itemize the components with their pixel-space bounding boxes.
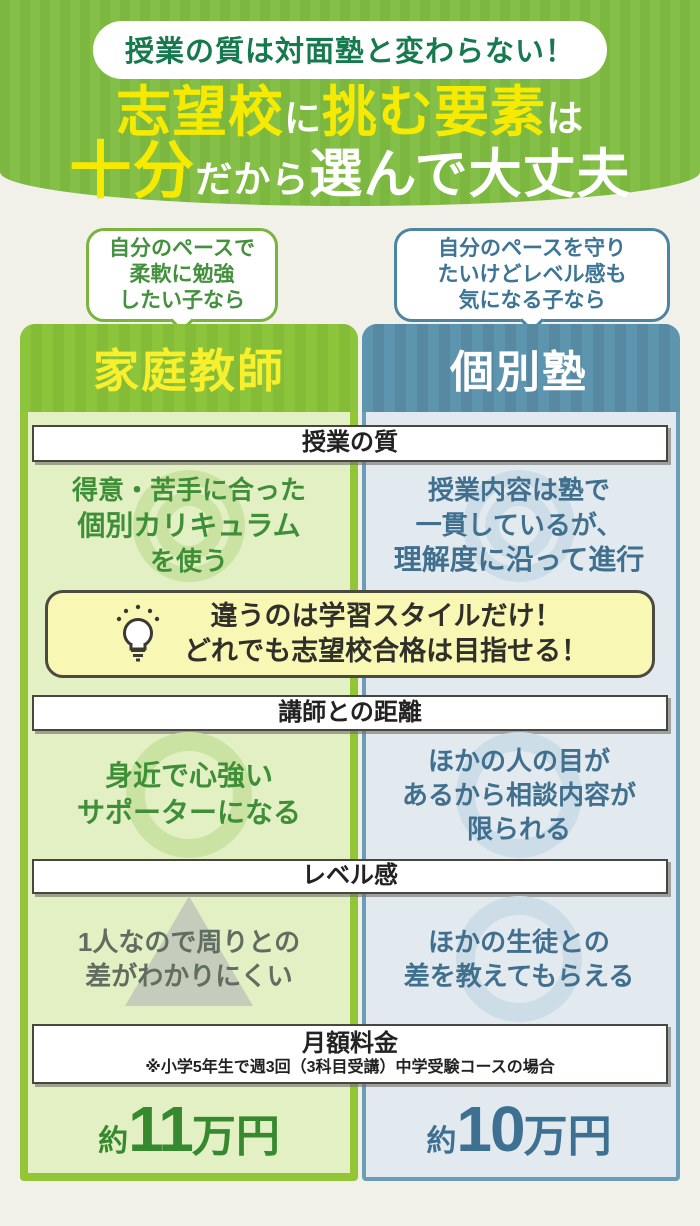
triangle-mark xyxy=(125,896,253,1006)
page-title-line2: 十分だから選んで大丈夫 xyxy=(69,137,631,207)
cell-price-home-tutor: 約 11 万円 xyxy=(20,1084,358,1180)
cell-lesson-quality-home-tutor: 得意・苦手に合った 個別カリキュラム を使う xyxy=(20,462,358,590)
cell-text-line: 差がわかりにくい xyxy=(85,961,293,991)
bubble-line: たいけどレベル感も xyxy=(437,263,627,287)
callout-line: どれでも志望校合格は目指せる！ xyxy=(183,636,589,666)
row-level-sense: 1人なので周りとの 差がわかりにくい ほかの生徒との 差を教えてもらえる xyxy=(20,894,680,1024)
cell-lesson-quality-juku: 授業内容は塾で 一貫しているが、 理解度に沿って進行 xyxy=(358,462,680,590)
hero-banner: 授業の質は対面塾と変わらない！ 志望校に挑む要素は 十分だから選んで大丈夫 xyxy=(0,0,700,206)
category-label: 講師との距離 xyxy=(278,698,422,726)
row-lesson-quality: 得意・苦手に合った 個別カリキュラム を使う 授業内容は塾で 一貫しているが、 … xyxy=(20,462,680,590)
juku-speech-bubble: 自分のペースを守り たいけどレベル感も 気になる子なら xyxy=(394,228,670,333)
column-title-juku: 個別塾 xyxy=(450,348,588,397)
category-label: レベル感 xyxy=(302,862,398,890)
cell-text-line: 一貫しているが、 xyxy=(415,509,623,540)
page-title: 志望校に挑む要素は 十分だから選んで大丈夫 xyxy=(0,84,700,203)
cell-text-line: 個別カリキュラム xyxy=(77,509,301,541)
cell-text-line: 授業内容は塾で xyxy=(427,475,610,506)
category-label: 月額料金 xyxy=(302,1030,398,1058)
cell-level-sense-home-tutor: 1人なので周りとの 差がわかりにくい xyxy=(20,894,358,1024)
bubble-line: 柔軟に勉強 xyxy=(129,263,235,287)
category-bar-level-sense: レベル感 xyxy=(32,859,668,894)
cell-text-line: ほかの人の目が xyxy=(427,745,610,776)
juku-price: 約 10 万円 xyxy=(426,1097,611,1166)
cell-text-line: 得意・苦手に合った xyxy=(71,475,306,506)
cell-text-line: ほかの生徒との xyxy=(428,926,610,957)
cell-text-line: 差を教えてもらえる xyxy=(403,961,635,991)
cell-text-line: を使う xyxy=(149,546,228,577)
page-title-line1: 志望校に挑む要素は xyxy=(115,81,585,143)
hero-badge: 授業の質は対面塾と変わらない！ xyxy=(92,21,607,79)
callout-box: 違うのは学習スタイルだけ！ どれでも志望校合格は目指せる！ xyxy=(45,590,655,678)
row-monthly-fee: 約 11 万円 約 10 万円 xyxy=(20,1084,680,1180)
cell-text-line: 限られる xyxy=(466,814,571,845)
column-title-home-tutor: 家庭教師 xyxy=(93,345,285,397)
home-tutor-column-header-background xyxy=(20,324,358,412)
cell-text-line: サポーターになる xyxy=(76,797,301,828)
price-value: 11 xyxy=(128,1093,194,1166)
row-teacher-distance: 身近で心強い サポーターになる ほかの人の目が あるから相談内容が 限られる xyxy=(20,731,680,859)
callout-text: 違うのは学習スタイルだけ！ どれでも志望校合格は目指せる！ xyxy=(184,599,588,669)
bubble-line: 自分のペースで xyxy=(109,237,255,261)
cell-teacher-distance-home-tutor: 身近で心強い サポーターになる xyxy=(20,731,358,859)
comparison-board: 家庭教師 個別塾 授業の質 得意・苦手に合った 個別カリキュラム を使う 授業内… xyxy=(20,324,680,1181)
cell-text-line: あるから相談内容が xyxy=(401,779,636,810)
callout-line: 違うのは学習スタイルだけ！ xyxy=(210,600,562,631)
cell-text-line: 身近で心強い xyxy=(104,760,273,792)
cell-price-juku: 約 10 万円 xyxy=(358,1084,680,1180)
price-unit: 万円 xyxy=(523,1112,612,1162)
price-value: 10 xyxy=(456,1093,525,1166)
category-label: 授業の質 xyxy=(302,429,398,457)
bubble-line: 気になる子なら xyxy=(458,288,606,312)
price-unit: 万円 xyxy=(191,1112,280,1162)
speech-bubbles: 自分のペースで 柔軟に勉強 したい子なら 自分のペースを守り たいけどレベル感も… xyxy=(20,228,680,333)
price-prefix: 約 xyxy=(426,1125,457,1159)
cell-level-sense-juku: ほかの生徒との 差を教えてもらえる xyxy=(358,894,680,1024)
home-tutor-speech-bubble: 自分のペースで 柔軟に勉強 したい子なら xyxy=(86,228,278,333)
bubble-line: したい子なら xyxy=(119,288,245,312)
price-prefix: 約 xyxy=(98,1125,129,1159)
juku-column-header-background xyxy=(362,324,680,412)
category-bar-monthly-fee: 月額料金 ※小学5年生で週3回（3科目受講）中学受験コースの場合 xyxy=(32,1024,668,1084)
category-bar-lesson-quality: 授業の質 xyxy=(32,425,668,462)
category-bar-teacher-distance: 講師との距離 xyxy=(32,695,668,731)
cell-text-line: 理解度に沿って進行 xyxy=(393,543,645,575)
monthly-fee-note: ※小学5年生で週3回（3科目受講）中学受験コースの場合 xyxy=(145,1058,555,1076)
cell-text-line: 1人なので周りとの xyxy=(77,926,301,957)
cell-teacher-distance-juku: ほかの人の目が あるから相談内容が 限られる xyxy=(358,731,680,859)
bubble-line: 自分のペースを守り xyxy=(438,237,626,261)
lightbulb-icon xyxy=(116,604,160,662)
home-tutor-price: 約 11 万円 xyxy=(98,1097,280,1166)
